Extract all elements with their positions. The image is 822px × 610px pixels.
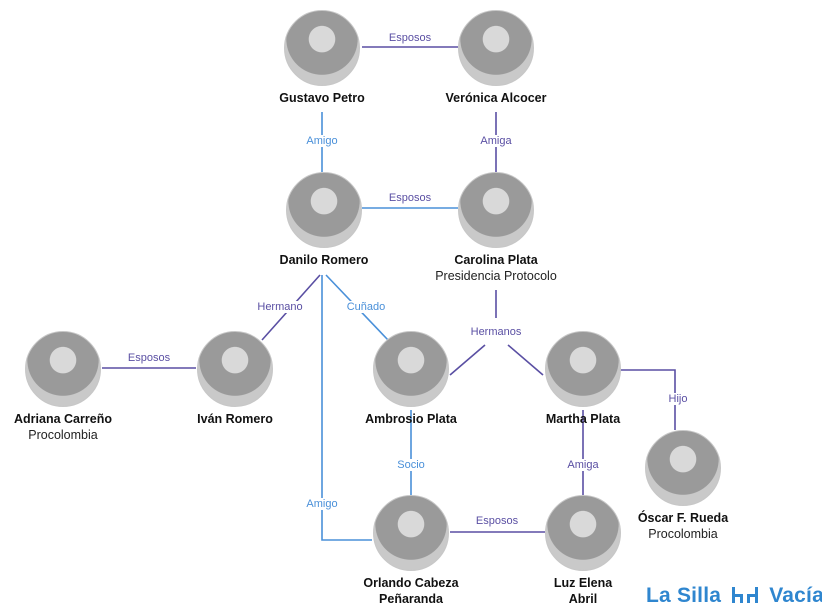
person-name: Orlando Cabeza: [363, 576, 459, 590]
line-hermanos-ambrosio: [449, 344, 486, 376]
label-hermanos: Hermanos: [468, 326, 524, 338]
label-esposos-petro: Esposos: [386, 32, 434, 44]
person-role: Presidencia Protocolo: [435, 269, 557, 283]
person-name: Carolina Plata: [454, 253, 538, 267]
label-esposos-orlando: Esposos: [473, 515, 521, 527]
person-adriana-carreno: Adriana Carreño Procolombia: [0, 331, 153, 443]
portrait-photo: [458, 10, 534, 86]
person-name: Martha Plata: [545, 412, 621, 426]
label-esposos-ivan: Esposos: [125, 352, 173, 364]
portrait-photo: [645, 430, 721, 506]
person-ambrosio-plata: Ambrosio Plata: [321, 331, 501, 427]
person-name: Luz Elena: [553, 576, 613, 590]
label-hermano: Hermano: [255, 301, 305, 313]
person-name: Verónica Alcocer: [445, 91, 547, 105]
line-hermanos-martha: [507, 344, 544, 376]
person-name: Gustavo Petro: [279, 91, 365, 105]
person-name-line2: Peñaranda: [379, 592, 443, 606]
portrait-photo: [25, 331, 101, 407]
person-name: Adriana Carreño: [14, 412, 112, 426]
portrait-photo: [545, 331, 621, 407]
portrait-photo: [373, 331, 449, 407]
label-socio: Socio: [395, 459, 427, 471]
person-name: Óscar F. Rueda: [637, 511, 729, 525]
portrait-photo: [284, 10, 360, 86]
label-cunado: Cuñado: [344, 301, 388, 313]
person-role: Procolombia: [648, 527, 718, 541]
portrait-photo: [197, 331, 273, 407]
person-veronica-alcocer: Verónica Alcocer: [406, 10, 586, 106]
portrait-photo: [458, 172, 534, 248]
label-amiga-martha: Amiga: [565, 459, 601, 471]
person-carolina-plata: Carolina Plata Presidencia Protocolo: [406, 172, 586, 284]
person-martha-plata: Martha Plata: [493, 331, 673, 427]
person-orlando-cabeza: Orlando Cabeza Peñaranda: [321, 495, 501, 607]
logo-text-right: Vacía.: [769, 584, 822, 607]
label-esposos-danilo: Esposos: [386, 192, 434, 204]
portrait-photo: [373, 495, 449, 571]
label-amigo-petro: Amigo: [304, 135, 340, 147]
person-name: Ambrosio Plata: [365, 412, 457, 426]
person-name-line2: Abril: [568, 592, 598, 606]
person-gustavo-petro: Gustavo Petro: [232, 10, 412, 106]
logo-text-left: La Silla: [646, 584, 722, 607]
portrait-photo: [545, 495, 621, 571]
person-luz-elena-abril: Luz Elena Abril: [493, 495, 673, 607]
person-oscar-rueda: Óscar F. Rueda Procolombia: [593, 430, 773, 542]
person-role: Procolombia: [28, 428, 98, 442]
label-hijo: Hijo: [666, 393, 690, 405]
chairs-icon: [732, 587, 759, 603]
line-martha-oscar: [617, 369, 676, 430]
line-danilo-orlando: [321, 275, 372, 541]
portrait-photo: [286, 172, 362, 248]
person-danilo-romero: Danilo Romero: [234, 172, 414, 268]
label-amiga-veronica: Amiga: [478, 135, 514, 147]
person-ivan-romero: Iván Romero: [145, 331, 325, 427]
la-silla-vacia-logo: La Silla Vacía.: [646, 584, 822, 608]
label-amigo-danilo-orlando: Amigo: [304, 498, 340, 510]
person-name: Danilo Romero: [279, 253, 369, 267]
person-name: Iván Romero: [197, 412, 273, 426]
